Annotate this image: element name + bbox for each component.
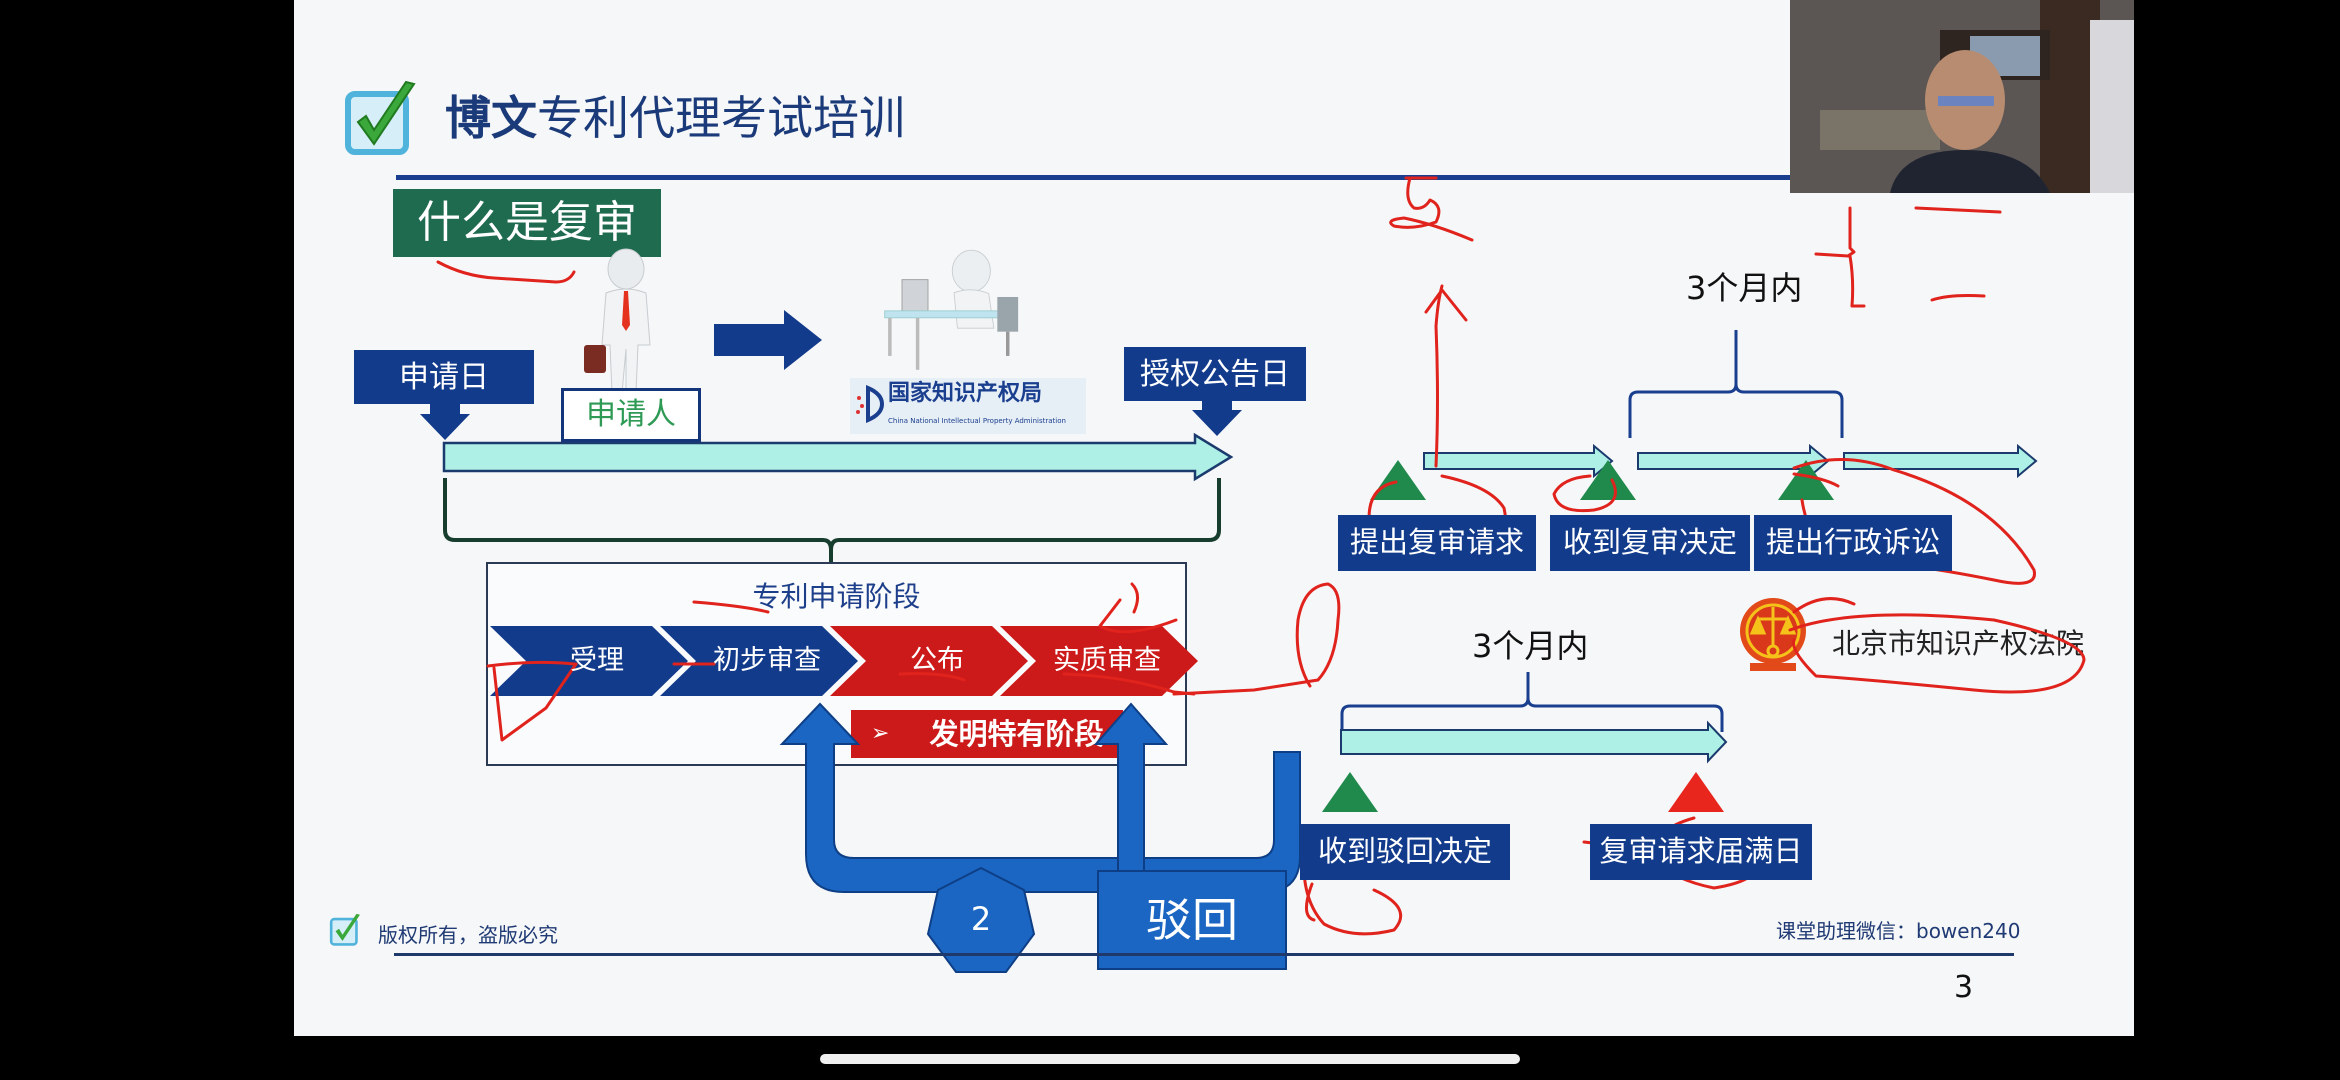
stage-step-label: 公布 bbox=[910, 645, 964, 676]
event-marker-triangle bbox=[1778, 460, 1834, 500]
step-number: 2 bbox=[970, 900, 992, 938]
reexam-event-label: 提出复审请求 bbox=[1338, 515, 1536, 571]
header-title: 博文专利代理考试培训 bbox=[445, 90, 905, 146]
rejection-label-text: 驳回 bbox=[1146, 893, 1238, 947]
footer-divider bbox=[394, 953, 2014, 956]
step-number-heptagon bbox=[926, 866, 1036, 973]
examiner-desk-icon bbox=[884, 249, 1019, 370]
home-indicator[interactable] bbox=[820, 1054, 1520, 1064]
section-label-text: 什么是复审 bbox=[417, 197, 637, 248]
grant-date-label: 授权公告日 bbox=[1124, 347, 1306, 401]
footer-checkmark-icon bbox=[329, 913, 360, 946]
grant-date-text: 授权公告日 bbox=[1140, 356, 1290, 392]
applicant-label: 申请人 bbox=[561, 388, 701, 442]
event-marker-triangle bbox=[1668, 772, 1724, 812]
court-label: 北京市知识产权法院 bbox=[1832, 627, 2085, 660]
rejection-event-label: 复审请求届满日 bbox=[1590, 824, 1812, 880]
down-arrow-icon bbox=[420, 404, 470, 440]
filing-date-label: 申请日 bbox=[354, 350, 534, 404]
webcam-scene bbox=[1790, 0, 2134, 193]
green-checkmark-icon bbox=[345, 80, 416, 155]
reexam-event-label: 提出行政诉讼 bbox=[1754, 515, 1952, 571]
cnipa-logo: 国家知识产权局 China National Intellectual Prop… bbox=[850, 378, 1086, 434]
cnipa-emblem-icon bbox=[856, 384, 885, 424]
cnipa-logo-text: 国家知识产权局 bbox=[888, 381, 1043, 406]
stage-title: 专利申请阶段 bbox=[752, 580, 921, 613]
down-arrow-icon bbox=[1192, 400, 1242, 436]
rejection-period-brace bbox=[1340, 672, 1724, 732]
reexam-event-label: 收到复审决定 bbox=[1550, 515, 1750, 571]
applicant-label-text: 申请人 bbox=[586, 397, 676, 432]
court-emblem-icon bbox=[1740, 598, 1806, 671]
assistant-contact: 课堂助理微信：bowen240 bbox=[1776, 919, 2021, 943]
stage-step-label: 初步审查 bbox=[713, 645, 821, 676]
reexam-markers bbox=[1370, 460, 1834, 500]
presenter-webcam[interactable] bbox=[1790, 0, 2134, 193]
applicant-figure-icon bbox=[584, 248, 651, 394]
reexam-period-label: 3个月内 bbox=[1686, 269, 1803, 307]
event-marker-triangle bbox=[1322, 772, 1378, 812]
right-arrow-icon bbox=[714, 310, 822, 370]
copyright-notice: 版权所有，盗版必究 bbox=[378, 923, 558, 947]
header-brand: 博文 bbox=[445, 91, 537, 145]
invention-only-stage: ➢ 发明特有阶段 bbox=[851, 710, 1123, 758]
stage-step-label: 实质审查 bbox=[1053, 645, 1161, 676]
page-number: 3 bbox=[1954, 970, 1974, 1005]
rejection-timeline-arrow bbox=[1340, 720, 1728, 764]
rejection-event-label: 收到驳回决定 bbox=[1300, 824, 1510, 880]
invention-only-marker-icon: ➢ bbox=[871, 721, 890, 746]
rejection-markers bbox=[1322, 772, 1724, 812]
rejection-period-label: 3个月内 bbox=[1472, 627, 1589, 665]
timeline-brace bbox=[443, 478, 1221, 568]
application-timeline-arrow bbox=[442, 432, 1234, 482]
cnipa-logo-subtext: China National Intellectual Property Adm… bbox=[888, 417, 1066, 425]
event-marker-triangle bbox=[1580, 460, 1636, 500]
reexam-period-brace bbox=[1628, 330, 1844, 438]
section-label: 什么是复审 bbox=[393, 189, 661, 257]
header-divider bbox=[396, 175, 1892, 180]
header-subtitle: 专利代理考试培训 bbox=[537, 91, 905, 145]
filing-date-text: 申请日 bbox=[399, 359, 489, 395]
invention-only-label: 发明特有阶段 bbox=[929, 717, 1104, 751]
stage-step-label: 受理 bbox=[570, 645, 624, 676]
logo bbox=[344, 80, 420, 158]
event-marker-triangle bbox=[1370, 460, 1426, 500]
